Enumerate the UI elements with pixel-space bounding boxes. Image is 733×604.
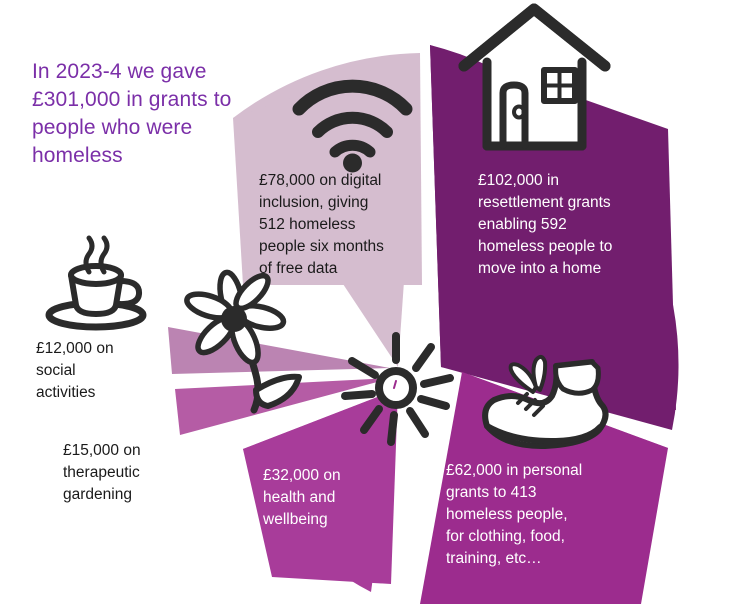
pie-slice-personal-grants-body xyxy=(420,372,668,604)
health-line-2: health and xyxy=(263,489,336,506)
slice-label-social-activities: £12,000 on social activities xyxy=(36,338,166,404)
gardening-line-1: £15,000 on xyxy=(63,442,141,459)
title-line-1: In 2023-4 we gave xyxy=(32,60,207,83)
social-line-3: activities xyxy=(36,384,96,401)
shoe-icon xyxy=(482,355,609,450)
slice-label-health-wellbeing: £32,000 on health and wellbeing xyxy=(263,465,383,531)
title-line-3: people who were xyxy=(32,116,193,139)
digital-line-3: 512 homeless xyxy=(259,216,356,233)
gardening-line-3: gardening xyxy=(63,486,132,503)
digital-line-5: of free data xyxy=(259,260,338,277)
slice-label-personal-grants: £62,000 in personal grants to 413 homele… xyxy=(446,460,641,570)
sun-icon xyxy=(341,332,454,446)
resettlement-line-1: £102,000 in xyxy=(478,172,560,189)
pie-slice-therapeutic-gardening[interactable] xyxy=(175,378,392,435)
personal-line-3: homeless people, xyxy=(446,506,568,523)
personal-line-4: for clothing, food, xyxy=(446,528,565,545)
title-line-4: homeless xyxy=(32,144,123,167)
digital-line-4: people six months xyxy=(259,238,384,255)
flower-icon xyxy=(184,269,302,414)
slice-label-resettlement: £102,000 in resettlement grants enabling… xyxy=(478,170,653,280)
wifi-icon xyxy=(292,79,413,173)
pie-slice-health-wellbeing-body xyxy=(243,389,398,584)
social-line-1: £12,000 on xyxy=(36,340,114,357)
teacup-icon xyxy=(45,235,147,331)
health-line-3: wellbeing xyxy=(263,511,328,528)
house-icon xyxy=(458,3,611,151)
digital-line-1: £78,000 on digital xyxy=(259,172,382,189)
digital-line-2: inclusion, giving xyxy=(259,194,369,211)
page-title: In 2023-4 we gave £301,000 in grants to … xyxy=(32,58,267,170)
personal-line-5: training, etc… xyxy=(446,550,542,567)
resettlement-line-4: homeless people to xyxy=(478,238,613,255)
social-line-2: social xyxy=(36,362,76,379)
personal-line-2: grants to 413 xyxy=(446,484,537,501)
pie-slice-digital-inclusion-body xyxy=(233,53,422,285)
resettlement-line-3: enabling 592 xyxy=(478,216,567,233)
health-line-1: £32,000 on xyxy=(263,467,341,484)
resettlement-line-2: resettlement grants xyxy=(478,194,611,211)
title-line-2: £301,000 in grants to xyxy=(32,88,232,111)
personal-line-1: £62,000 in personal xyxy=(446,462,583,479)
slice-label-therapeutic-gardening: £15,000 on therapeutic gardening xyxy=(63,440,213,506)
gardening-line-2: therapeutic xyxy=(63,464,140,481)
resettlement-line-5: move into a home xyxy=(478,260,602,277)
slice-label-digital-inclusion: £78,000 on digital inclusion, giving 512… xyxy=(259,170,431,280)
